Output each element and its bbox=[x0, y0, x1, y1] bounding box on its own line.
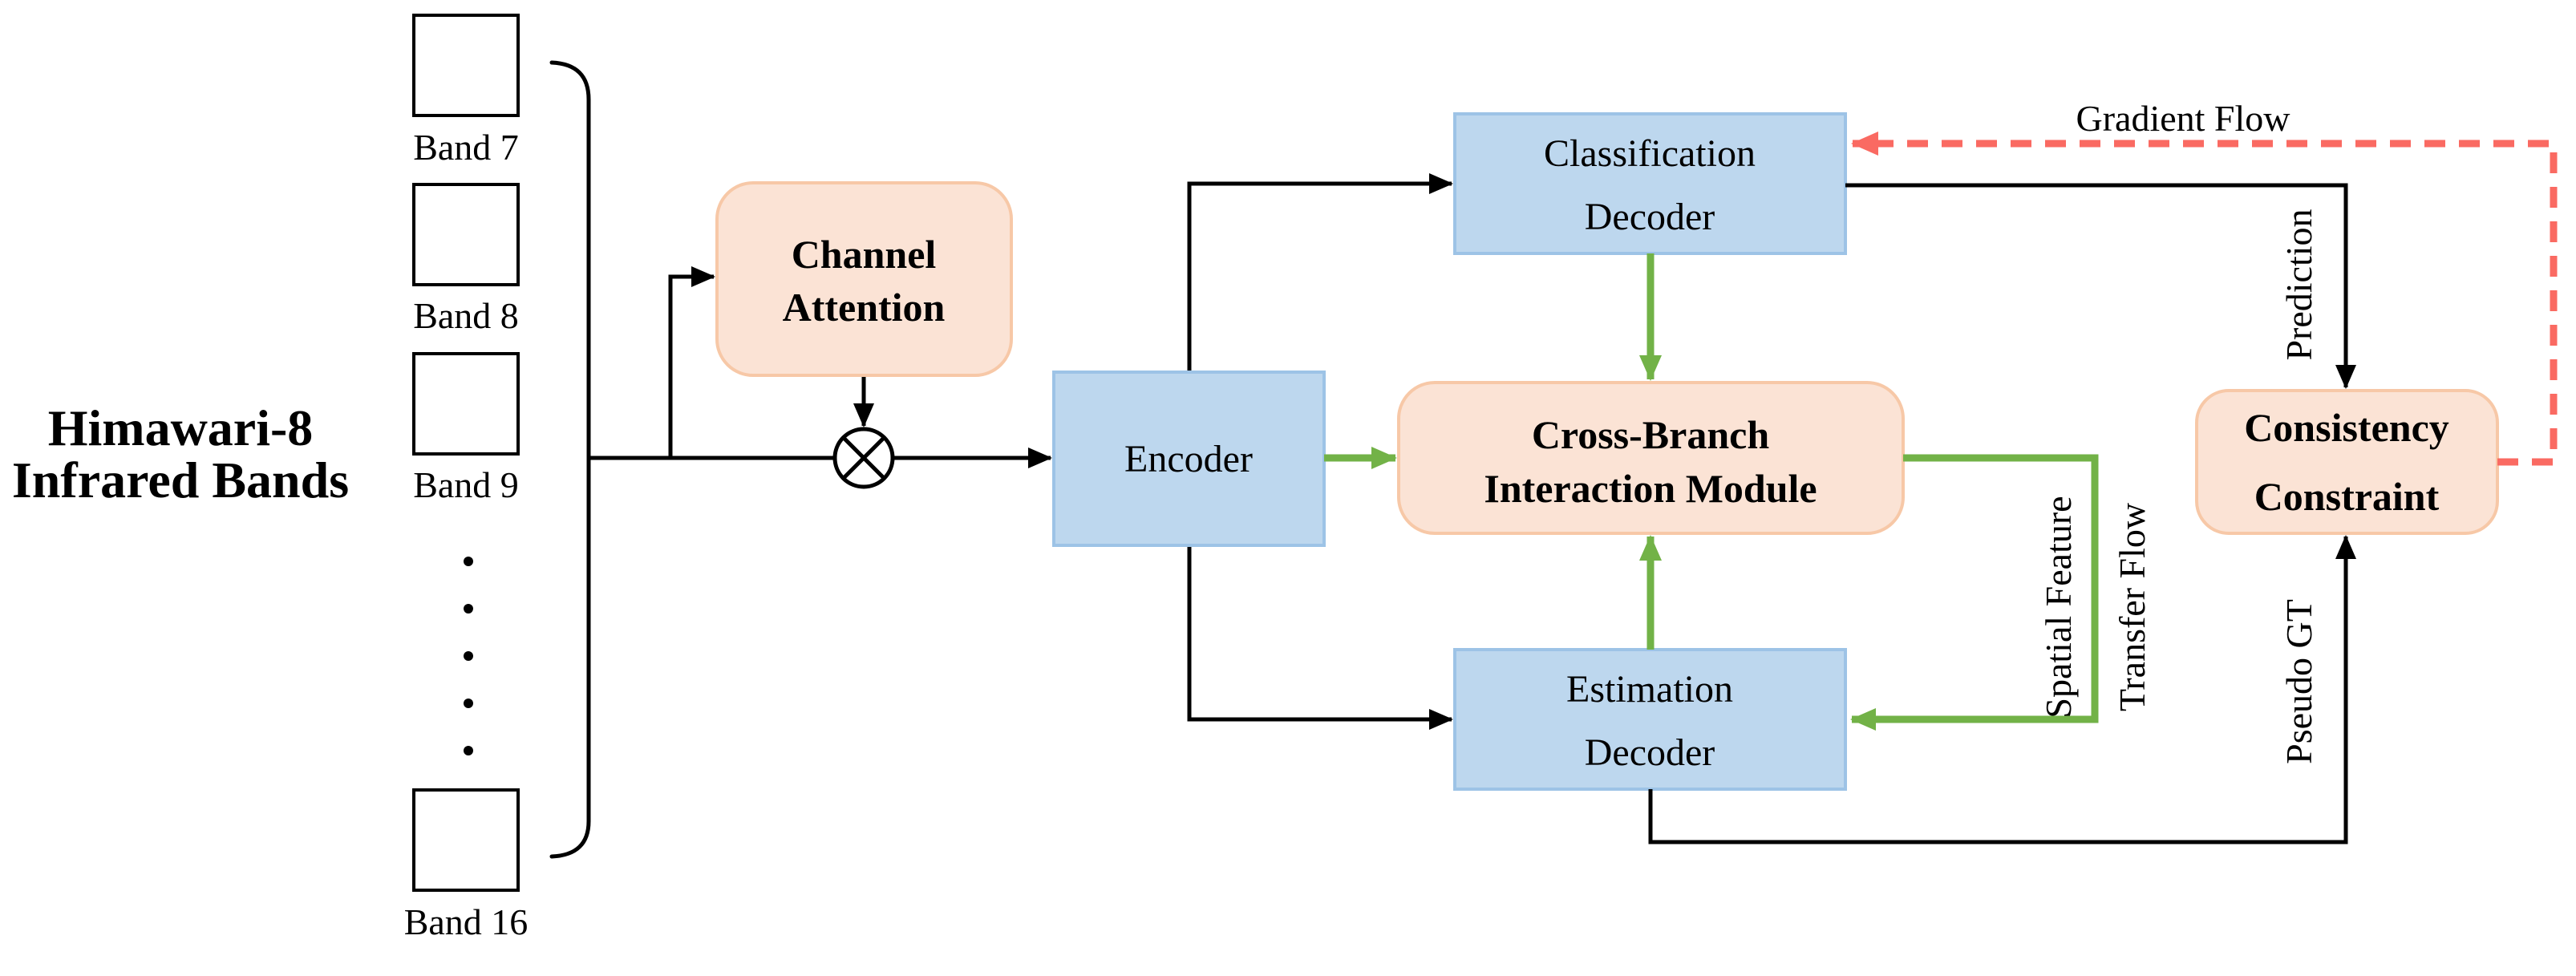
edge-estimation-to-consistency bbox=[1648, 535, 2356, 844]
prediction-label: Prediction bbox=[2278, 209, 2319, 360]
consistency-constraint-label-line1: Consistency bbox=[2244, 405, 2449, 450]
estimation-decoder-label-line2: Decoder bbox=[1585, 731, 1715, 774]
consistency-constraint-label-line2: Constraint bbox=[2254, 474, 2440, 519]
pseudo-gt-label: Pseudo GT bbox=[2278, 599, 2319, 764]
edge-encoder-to-estimation bbox=[1187, 545, 1453, 730]
source-title-line2: Infrared Bands bbox=[12, 452, 349, 508]
edge-gradient-flow bbox=[1851, 132, 2558, 466]
channel-attention-label-line1: Channel bbox=[792, 232, 937, 277]
edge-encoder-to-classification bbox=[1187, 173, 1453, 372]
channel-attention-label-line2: Attention bbox=[783, 285, 946, 330]
transfer-flow-label: Transfer Flow bbox=[2112, 502, 2153, 711]
channel-attention-node bbox=[715, 181, 1013, 377]
band7-label: Band 7 bbox=[413, 127, 519, 168]
band9-label: Band 9 bbox=[413, 464, 519, 505]
classification-decoder-label-line1: Classification bbox=[1544, 132, 1756, 175]
ellipsis-dots bbox=[464, 557, 473, 755]
edge-cross-branch-to-estimation bbox=[1850, 454, 2099, 731]
band9-thumbnail bbox=[412, 352, 520, 456]
estimation-decoder-node bbox=[1453, 648, 1847, 791]
band-group-bracket bbox=[549, 60, 591, 859]
edge-bands-to-channel-attention bbox=[668, 266, 715, 458]
cross-branch-label-line2: Interaction Module bbox=[1484, 466, 1817, 511]
band16-label: Band 16 bbox=[404, 901, 529, 942]
classification-decoder-node bbox=[1453, 112, 1847, 255]
spatial-feature-flow-label: Spatial Feature bbox=[2038, 496, 2079, 718]
edge-classification-to-consistency bbox=[1845, 183, 2356, 389]
encoder-node bbox=[1052, 371, 1326, 547]
estimation-decoder-label-line1: Estimation bbox=[1566, 668, 1733, 711]
band8-thumbnail bbox=[412, 183, 520, 286]
encoder-label: Encoder bbox=[1124, 438, 1253, 480]
band8-label: Band 8 bbox=[413, 295, 519, 336]
band7-thumbnail bbox=[412, 14, 520, 117]
cross-branch-label-line1: Cross-Branch bbox=[1532, 412, 1770, 457]
gradient-flow-label: Gradient Flow bbox=[2076, 98, 2290, 139]
classification-decoder-label-line2: Decoder bbox=[1585, 196, 1715, 238]
multiply-icon bbox=[832, 427, 895, 489]
source-title-line1: Himawari-8 bbox=[48, 399, 314, 456]
band16-thumbnail bbox=[412, 788, 520, 892]
